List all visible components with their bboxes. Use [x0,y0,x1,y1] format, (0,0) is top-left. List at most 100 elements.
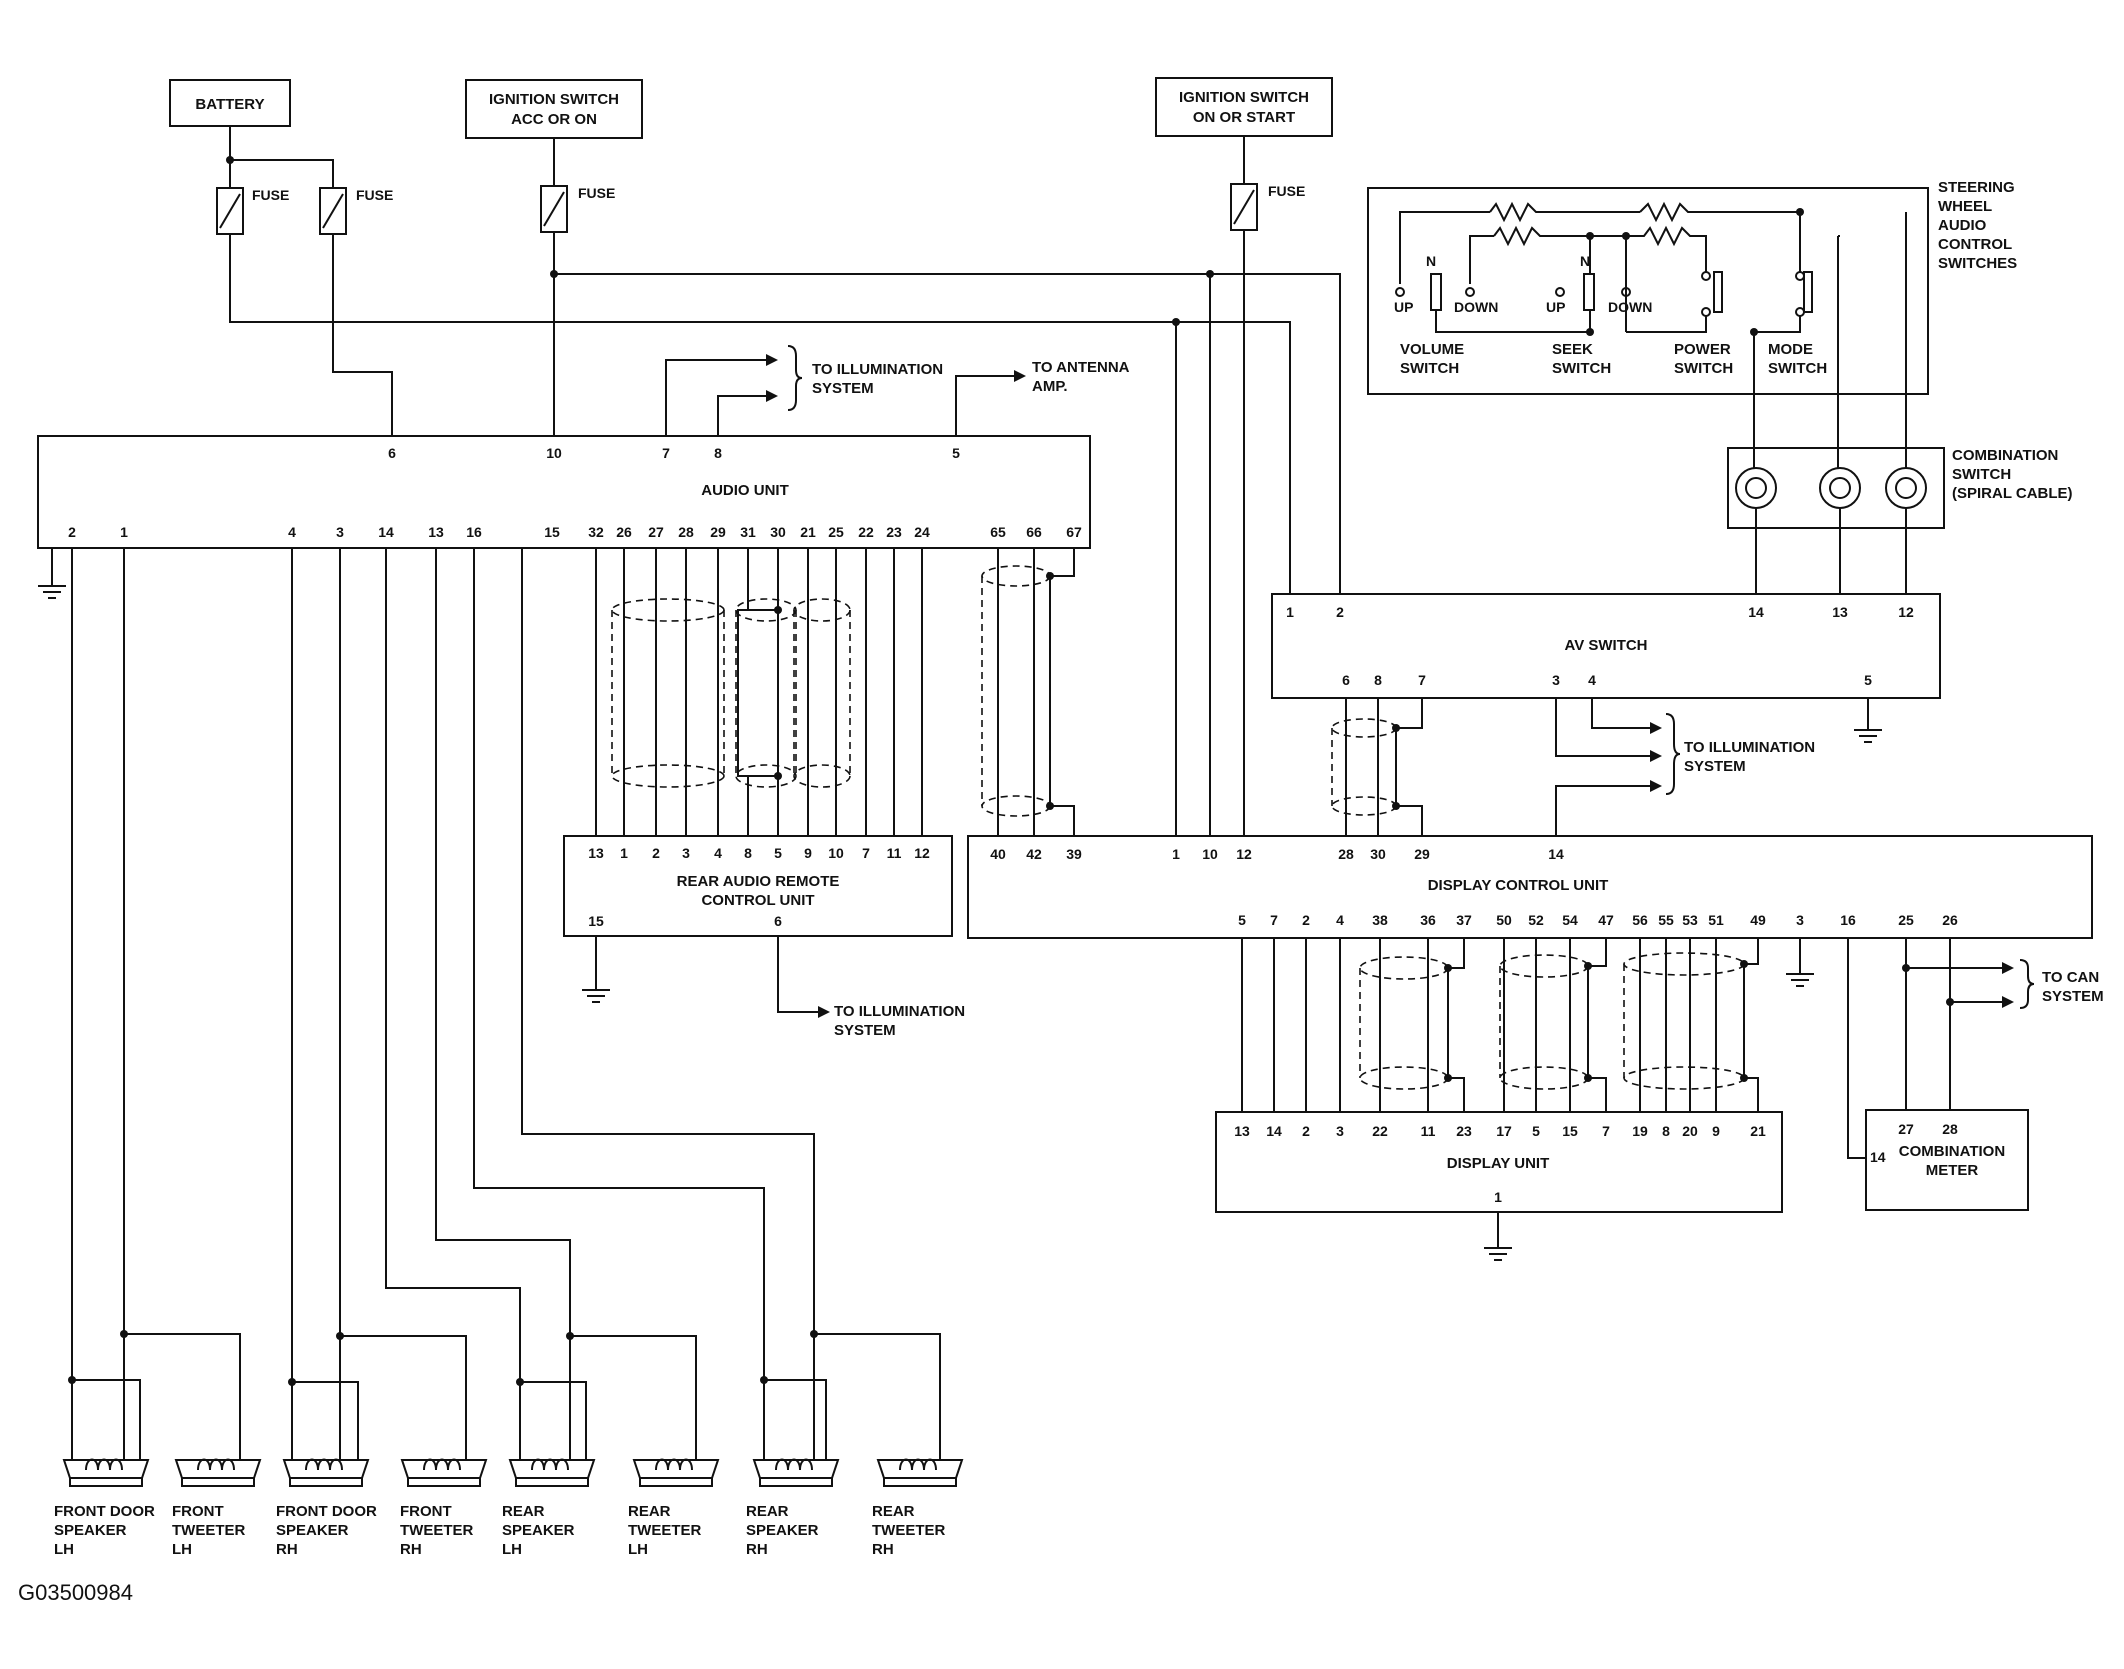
battery-source: BATTERY [169,79,291,127]
svg-text:28: 28 [1942,1121,1958,1137]
svg-text:8: 8 [744,845,752,861]
svg-text:49: 49 [1750,912,1766,928]
svg-text:40: 40 [990,846,1006,862]
svg-text:3: 3 [1336,1123,1344,1139]
svg-text:14: 14 [1266,1123,1282,1139]
ignition-start-source: IGNITION SWITCH ON OR START [1155,77,1333,137]
speaker-front-tweeter-lh: FRONT TWEETER LH [172,1458,262,1558]
av-switch: AV SWITCH 1 2 14 13 12 6 8 7 3 4 5 [1271,593,1941,699]
svg-text:24: 24 [914,524,930,540]
svg-text:RH: RH [276,1541,298,1558]
svg-text:AUDIO: AUDIO [1938,217,1987,234]
svg-text:22: 22 [1372,1123,1388,1139]
svg-text:SPEAKER: SPEAKER [502,1522,575,1539]
svg-text:7: 7 [1418,672,1426,688]
audio-to-dcu-wiring [981,548,1075,836]
svg-text:27: 27 [648,524,664,540]
svg-text:TWEETER: TWEETER [172,1522,245,1539]
speaker-front-door-rh: FRONT DOOR SPEAKER RH [276,1458,377,1558]
svg-text:TO ILLUMINATION: TO ILLUMINATION [812,361,943,378]
audio-unit-outputs: TO ILLUMINATION SYSTEM TO ANTENNA AMP. [665,345,1130,436]
svg-text:LH: LH [172,1541,192,1558]
rear-audio-illumination: TO ILLUMINATION SYSTEM [777,936,965,1039]
combination-switch: COMBINATION SWITCH (SPIRAL CABLE) [1727,212,2073,594]
svg-text:DOWN: DOWN [1608,299,1652,315]
svg-text:MODE: MODE [1768,341,1813,358]
svg-text:AMP.: AMP. [1032,378,1068,395]
svg-text:10: 10 [1202,846,1218,862]
svg-text:6: 6 [388,445,396,461]
speaker-front-door-lh: FRONT DOOR SPEAKER LH [54,1458,155,1558]
svg-text:37: 37 [1456,912,1472,928]
svg-text:SYSTEM: SYSTEM [812,380,874,397]
svg-text:56: 56 [1632,912,1648,928]
svg-text:AV SWITCH: AV SWITCH [1564,637,1647,654]
fuse-ign-acc: FUSE [540,185,615,233]
figure-code: G03500984 [18,1580,133,1605]
svg-text:12: 12 [1236,846,1252,862]
svg-text:15: 15 [544,524,560,540]
svg-text:23: 23 [886,524,902,540]
svg-text:5: 5 [1532,1123,1540,1139]
fuse-battery-1: FUSE [216,187,289,235]
svg-text:29: 29 [710,524,726,540]
svg-text:4: 4 [288,524,296,540]
svg-text:51: 51 [1708,912,1724,928]
svg-text:53: 53 [1682,912,1698,928]
svg-text:12: 12 [1898,604,1914,620]
svg-text:13: 13 [588,845,604,861]
battery-label: BATTERY [195,96,264,113]
svg-text:SWITCH: SWITCH [1768,360,1827,377]
svg-text:9: 9 [1712,1123,1720,1139]
svg-text:10: 10 [546,445,562,461]
speaker-rear-tweeter-lh: REAR TWEETER LH [628,1458,720,1558]
svg-text:4: 4 [714,845,722,861]
svg-text:14: 14 [378,524,394,540]
svg-text:1: 1 [120,524,128,540]
speaker-wiring [68,548,941,1460]
svg-text:65: 65 [990,524,1006,540]
svg-text:54: 54 [1562,912,1578,928]
svg-text:REAR AUDIO REMOTE: REAR AUDIO REMOTE [677,873,840,890]
svg-text:14: 14 [1748,604,1764,620]
svg-text:3: 3 [682,845,690,861]
svg-text:3: 3 [1552,672,1560,688]
combination-meter: 27 28 14 COMBINATION METER [1865,1109,2029,1211]
svg-text:ON OR START: ON OR START [1193,109,1295,126]
svg-text:UP: UP [1546,299,1565,315]
svg-text:REAR: REAR [628,1503,671,1520]
svg-text:15: 15 [1562,1123,1578,1139]
svg-text:SEEK: SEEK [1552,341,1593,358]
svg-text:STEERING: STEERING [1938,179,2015,196]
svg-text:SYSTEM: SYSTEM [1684,758,1746,775]
svg-text:SWITCH: SWITCH [1400,360,1459,377]
svg-text:FRONT DOOR: FRONT DOOR [276,1503,377,1520]
svg-text:42: 42 [1026,846,1042,862]
av-to-dcu-wiring [1331,698,1423,836]
svg-text:16: 16 [1840,912,1856,928]
svg-text:19: 19 [1632,1123,1648,1139]
svg-text:FUSE: FUSE [252,187,289,203]
ground-display-unit [1484,1212,1512,1261]
audio-unit: AUDIO UNIT 6 10 7 8 5 [37,435,1091,549]
svg-text:TWEETER: TWEETER [872,1522,945,1539]
svg-text:(SPIRAL CABLE): (SPIRAL CABLE) [1952,485,2073,502]
svg-text:FRONT: FRONT [400,1503,452,1520]
svg-text:2: 2 [1336,604,1344,620]
svg-text:13: 13 [428,524,444,540]
svg-text:27: 27 [1898,1121,1914,1137]
svg-text:DOWN: DOWN [1454,299,1498,315]
svg-text:LH: LH [502,1541,522,1558]
svg-text:RH: RH [400,1541,422,1558]
svg-text:SWITCHES: SWITCHES [1938,255,2017,272]
svg-text:12: 12 [914,845,930,861]
svg-text:1: 1 [620,845,628,861]
svg-text:IGNITION SWITCH: IGNITION SWITCH [489,91,619,108]
svg-text:TO ANTENNA: TO ANTENNA [1032,359,1130,376]
svg-text:31: 31 [740,524,756,540]
svg-text:32: 32 [588,524,604,540]
svg-text:IGNITION SWITCH: IGNITION SWITCH [1179,89,1309,106]
svg-text:SYSTEM: SYSTEM [2042,988,2104,1005]
svg-text:11: 11 [1421,1123,1436,1139]
display-unit: DISPLAY UNIT 13 14 2 3 22 11 23 17 5 15 … [1215,1111,1783,1213]
